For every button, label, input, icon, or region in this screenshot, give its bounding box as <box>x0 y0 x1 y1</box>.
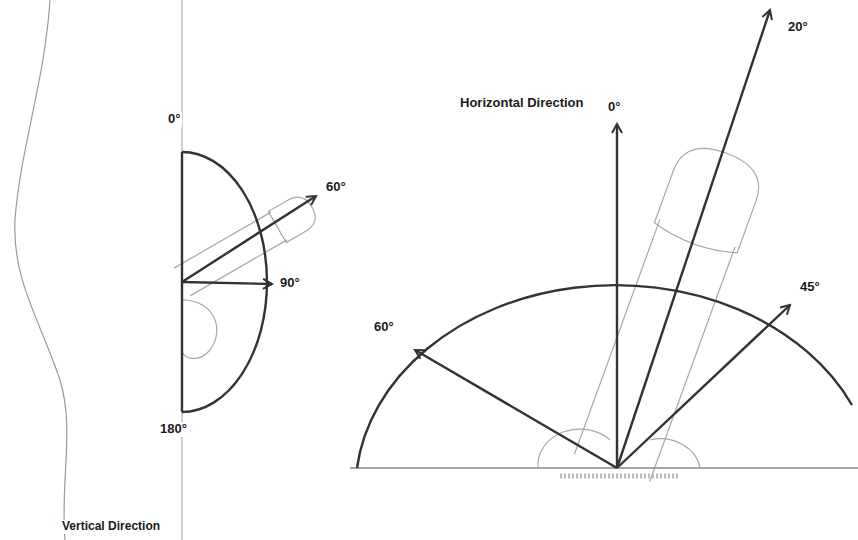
angle-arrow <box>182 282 272 284</box>
baseline <box>350 467 858 468</box>
angle-arrow <box>616 124 618 468</box>
body-outline <box>15 0 67 540</box>
protractor-arc <box>357 285 852 468</box>
scrotum-sketch <box>650 439 700 468</box>
angle-label: 0° <box>606 100 622 115</box>
angle-arrow <box>617 10 770 468</box>
angle-label: 45° <box>798 280 822 295</box>
angle-label: 60° <box>324 180 348 195</box>
scrotum-sketch <box>538 429 610 468</box>
abdomen-line <box>181 0 182 540</box>
panel-caption: Vertical Direction <box>60 520 162 534</box>
angle-arrow <box>182 196 316 282</box>
organ-sketch <box>173 191 321 297</box>
scrotum-sketch <box>182 300 217 359</box>
panel-caption: Horizontal Direction <box>458 96 586 111</box>
angle-label: 20° <box>786 20 810 35</box>
angle-label: 60° <box>372 320 396 335</box>
angle-arrow <box>617 305 790 468</box>
angle-label: 180° <box>158 422 189 437</box>
angle-label: 0° <box>166 112 182 127</box>
angle-arrow <box>415 350 617 468</box>
angle-label: 90° <box>278 276 302 291</box>
hair-hatch <box>560 474 680 479</box>
